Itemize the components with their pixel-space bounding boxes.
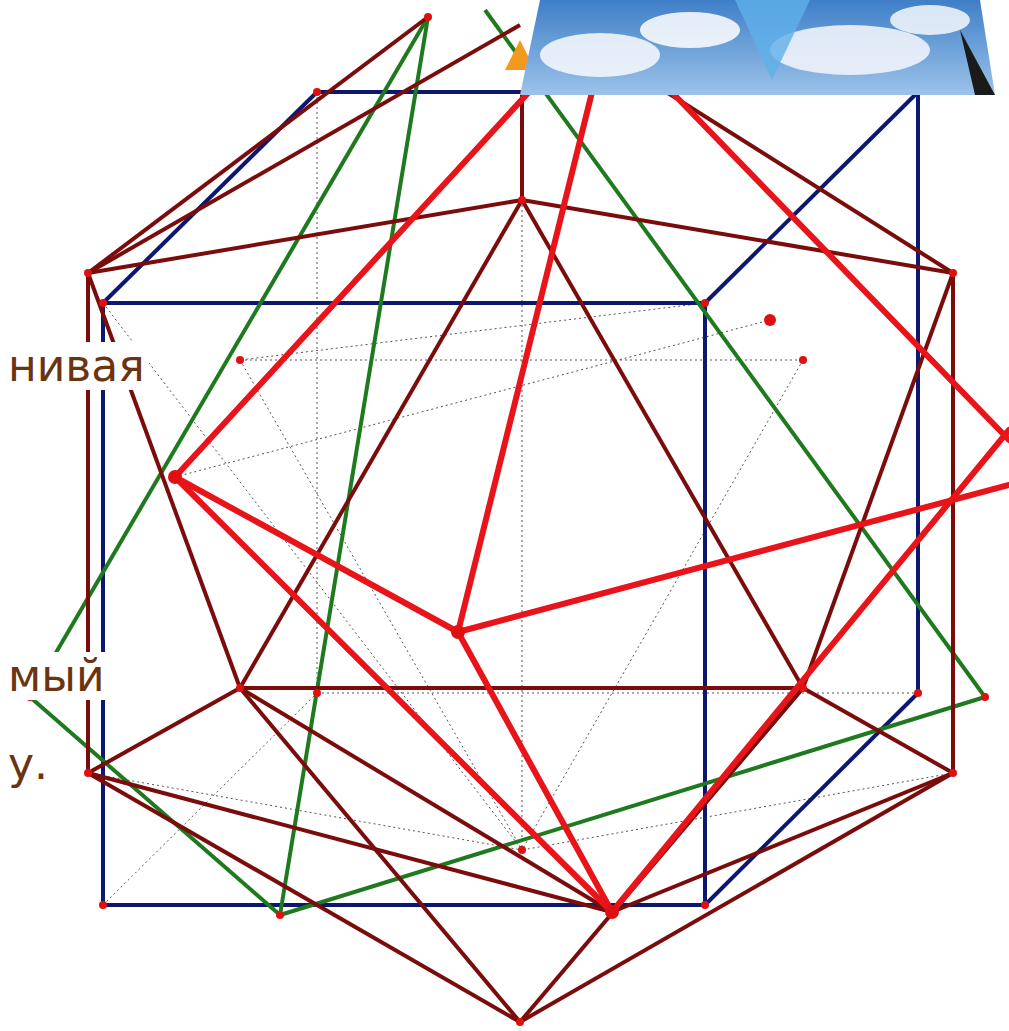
- text-fragment: нивая: [4, 342, 149, 390]
- text-fragment: у.: [4, 740, 52, 788]
- sky-picture: [505, 0, 995, 95]
- text-fragment: мый: [4, 652, 109, 700]
